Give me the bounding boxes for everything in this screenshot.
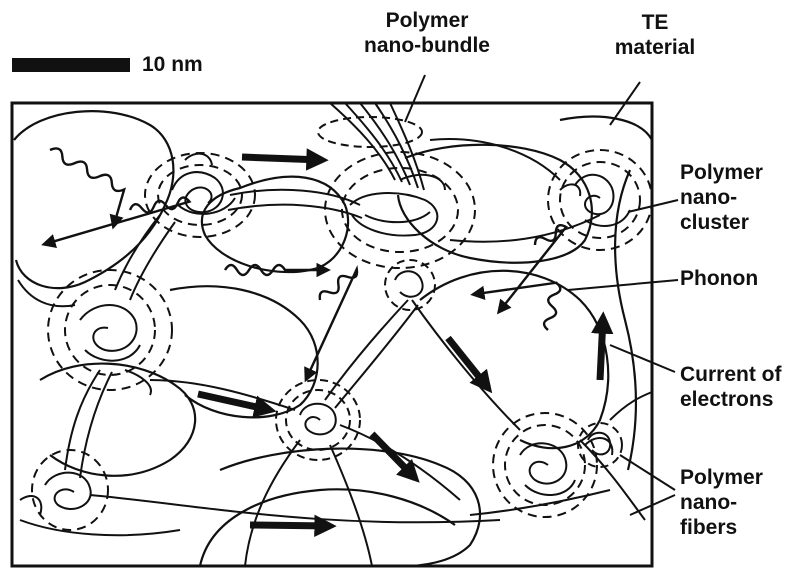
leader-lines	[405, 75, 678, 515]
nanocluster-6	[276, 380, 360, 460]
electron-arrow-2	[198, 394, 270, 410]
te-material-label: TE material	[600, 10, 710, 60]
electron-current-arrows	[198, 157, 603, 526]
polymer-nano-fibers-label: Polymer nano- fibers	[680, 465, 763, 540]
electron-arrow-3	[448, 338, 488, 388]
nanocluster-9	[20, 450, 108, 530]
electron-arrow-1	[242, 157, 322, 160]
current-of-electrons-label: Current of electrons	[680, 362, 782, 412]
phonon-1	[32, 146, 133, 227]
phonon-5	[476, 223, 586, 312]
scale-bar	[12, 58, 130, 72]
scale-bar-label: 10 nm	[142, 52, 203, 77]
polymer-nanofibers	[18, 139, 652, 566]
nanocluster-3	[548, 150, 652, 250]
polymer-nano-cluster-label: Polymer nano- cluster	[680, 160, 763, 235]
electron-arrow-5	[250, 525, 330, 526]
phonon-label: Phonon	[680, 266, 758, 291]
nanocluster-1	[145, 153, 255, 237]
electron-arrow-6	[600, 318, 603, 380]
polymer-nanoclusters	[20, 150, 652, 530]
polymer-nano-bundle-label: Polymer nano-bundle	[352, 8, 502, 58]
phonon-3	[225, 265, 328, 275]
